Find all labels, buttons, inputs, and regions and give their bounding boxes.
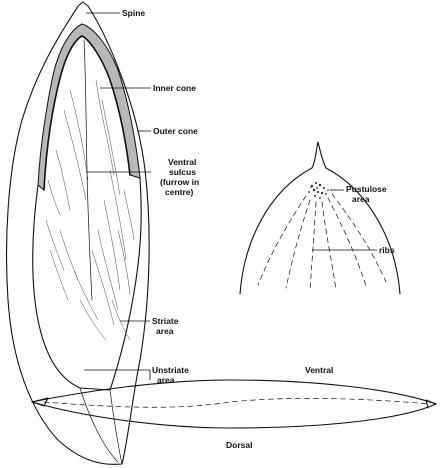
outer-cone-outline	[7, 6, 150, 464]
labels: Spine Inner cone Outer cone Ventral sulc…	[122, 8, 395, 450]
pustulose-dots	[308, 182, 329, 199]
label-pustulose-line1: Pustulose	[346, 184, 387, 194]
ventral-sulcus-line	[84, 40, 92, 300]
label-ribs: ribs	[379, 245, 395, 255]
label-ventral: Ventral	[305, 365, 333, 375]
label-ventral-sulcus-line3: (furrow in	[160, 177, 199, 187]
label-ventral-sulcus-line2: sulcus	[169, 167, 196, 177]
label-dorsal: Dorsal	[226, 440, 252, 450]
body-outline	[33, 178, 141, 390]
label-unstriate-line2: area	[157, 375, 175, 385]
apex-detail	[240, 142, 400, 294]
label-ventral-sulcus-line4: centre)	[165, 187, 194, 197]
ribs-lines	[258, 194, 386, 290]
apex-outline	[240, 142, 400, 294]
label-striate-line2: area	[156, 326, 174, 336]
spine-tip	[78, 2, 88, 6]
label-striate-line1: Striate	[152, 316, 179, 326]
label-pustulose-line2: area	[352, 194, 370, 204]
label-spine: Spine	[122, 8, 145, 18]
profile-axis-dashed	[44, 398, 430, 407]
profile-lower-outline	[32, 402, 436, 428]
shell-lower-tail	[80, 388, 122, 464]
shell-front-view	[7, 2, 150, 464]
label-inner-cone: Inner cone	[153, 83, 196, 93]
label-unstriate-line1: Unstriate	[152, 365, 189, 375]
profile-upper-outline	[32, 380, 436, 404]
label-ventral-sulcus-line1: Ventral	[168, 157, 196, 167]
label-outer-cone: Outer cone	[153, 126, 198, 136]
